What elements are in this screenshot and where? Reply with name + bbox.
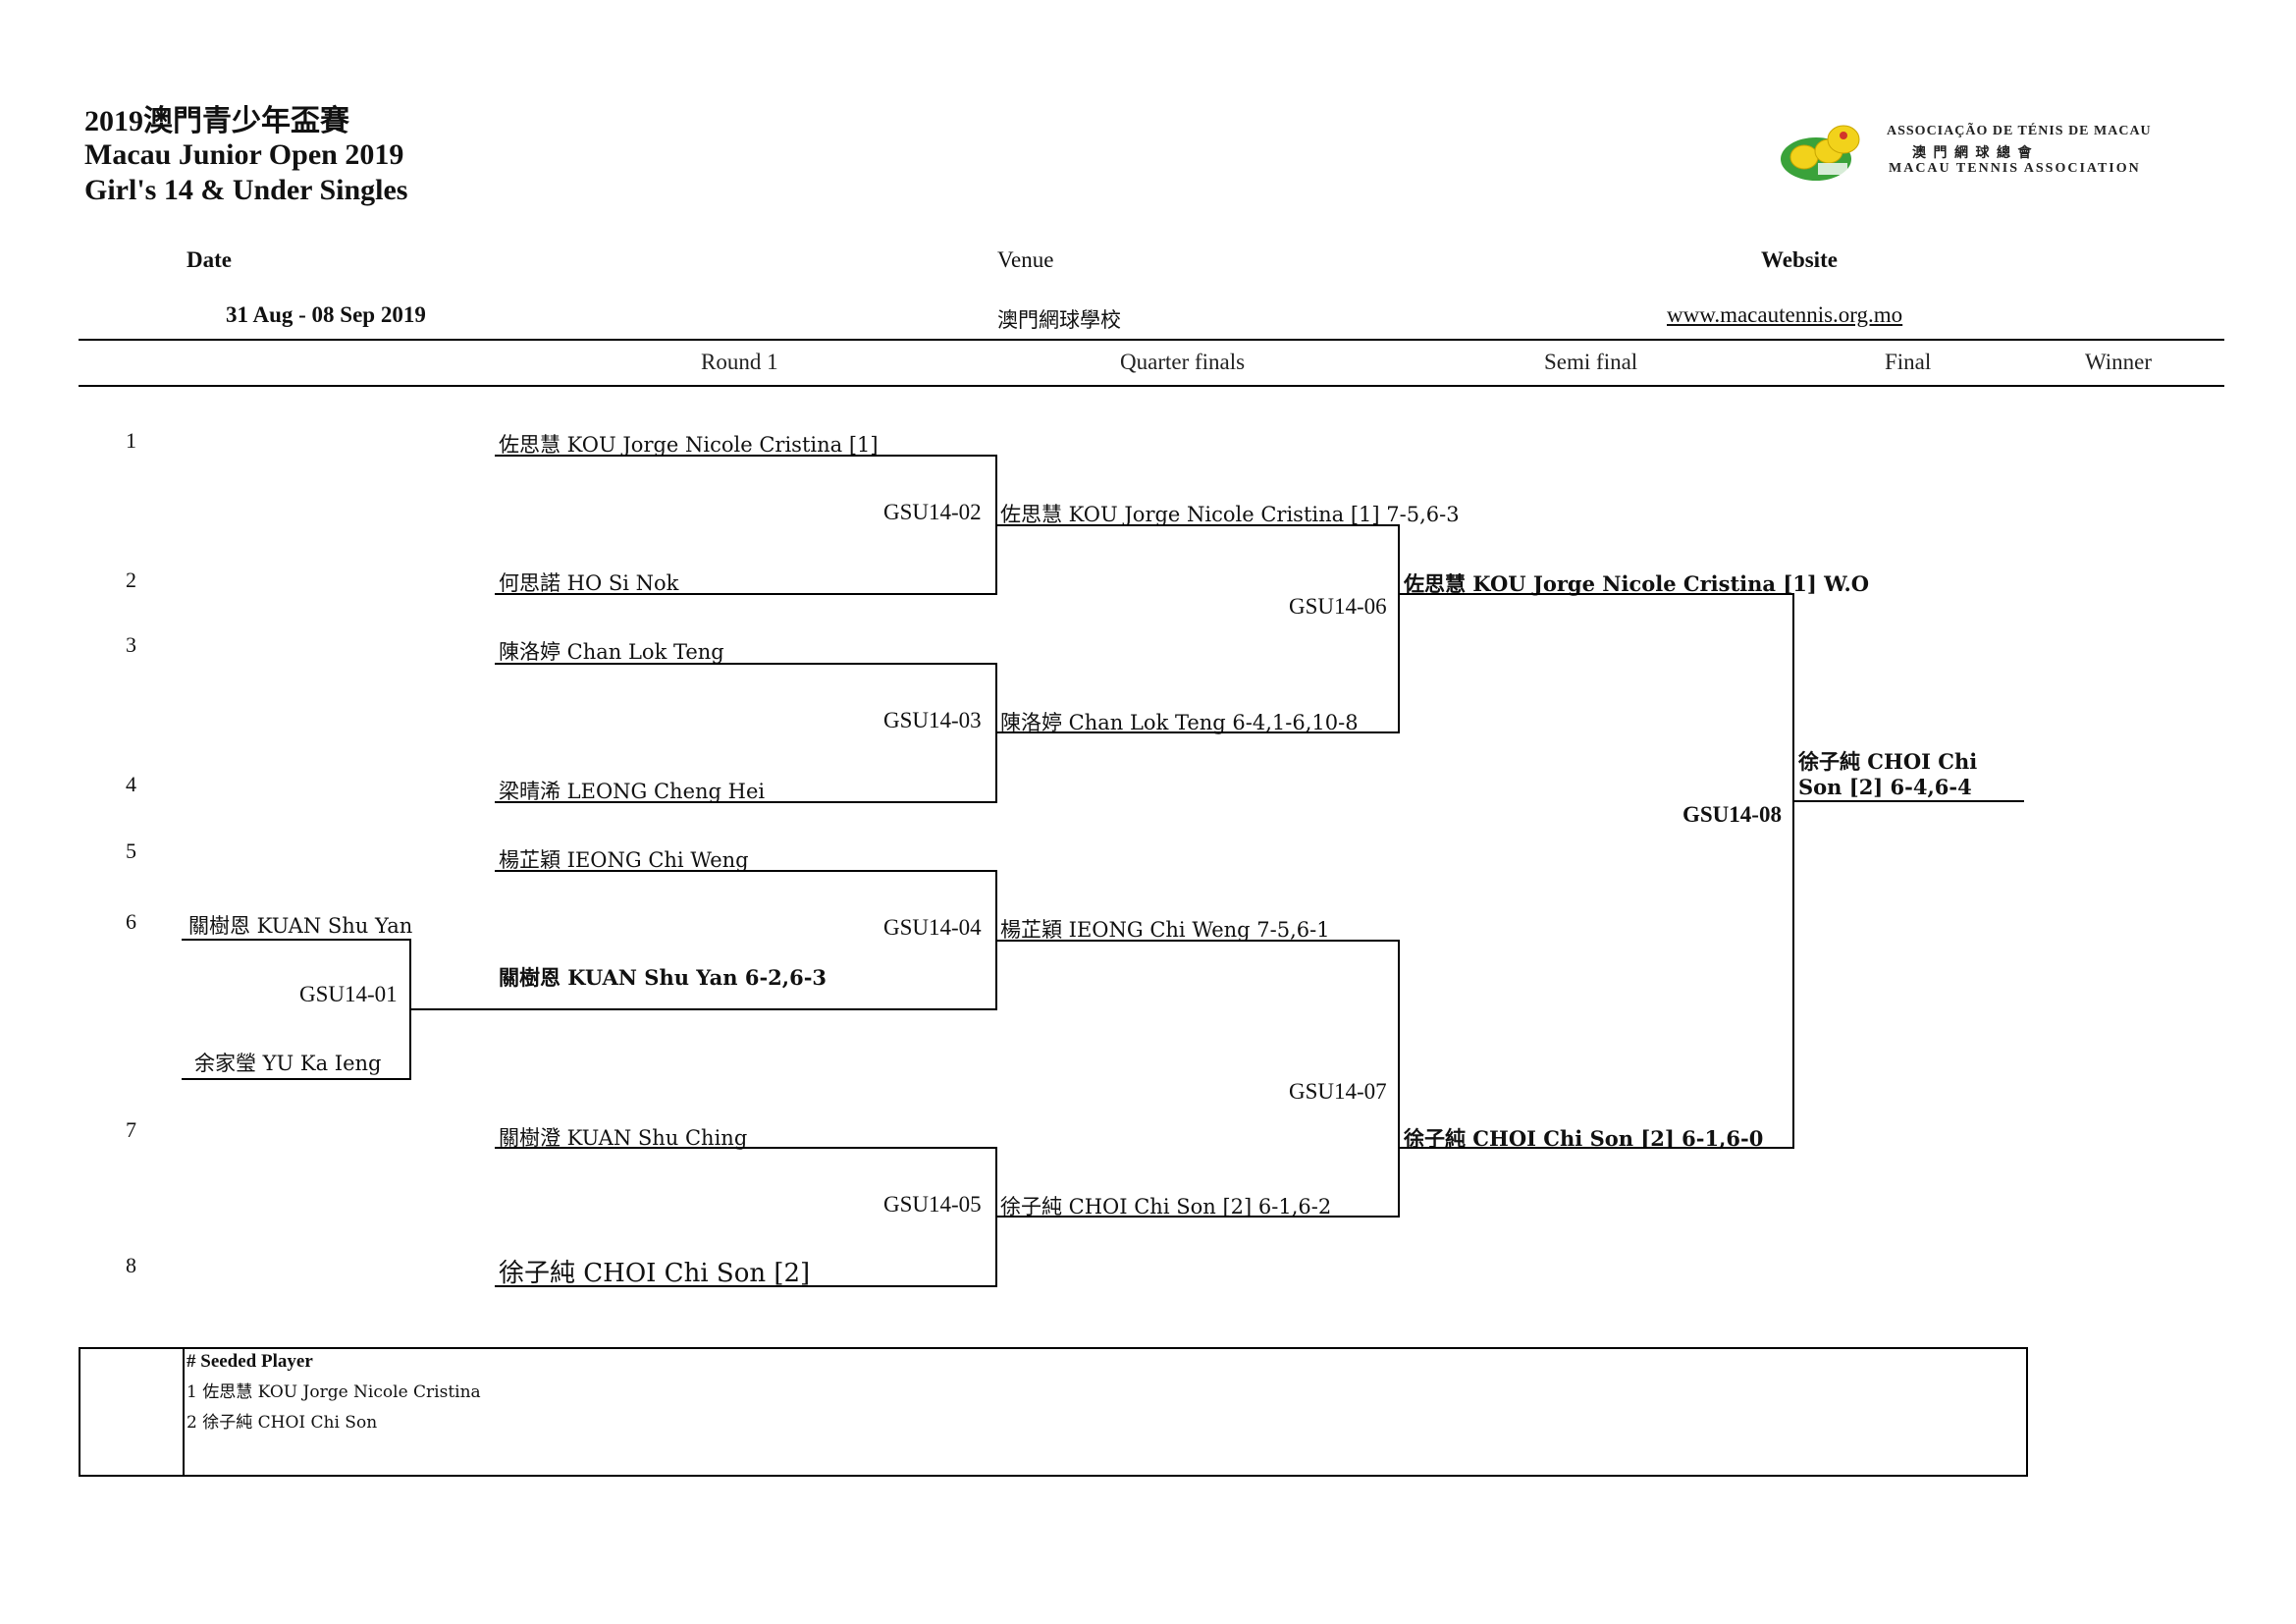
sf-result-1: 佐思慧 KOU Jorge Nicole Cristina [1] W.O (1404, 571, 1870, 596)
draw-number: 4 (126, 772, 136, 796)
match-code-gsu14-02: GSU14-02 (883, 500, 982, 524)
sf-result-2: 徐子純 CHOI Chi Son [2] 6-1,6-0 (1404, 1126, 1764, 1151)
draw-number: 6 (126, 909, 136, 934)
tennis-ball-logo-icon (1781, 125, 1860, 181)
r1-player-1: 佐思慧 KOU Jorge Nicole Cristina [1] (499, 433, 879, 457)
mta-logo (1775, 120, 1883, 189)
seed-1: 1 佐思慧 KOU Jorge Nicole Cristina (187, 1382, 481, 1402)
qf-result-1: 佐思慧 KOU Jorge Nicole Cristina [1] 7-5,6-… (1000, 503, 1460, 526)
r1-player-8: 徐子純 CHOI Chi Son [2] (499, 1259, 811, 1288)
seeded-header: # Seeded Player (187, 1351, 313, 1372)
venue-label: Venue (997, 247, 1054, 272)
prelim-player-bottom: 余家瑩 YU Ka Ieng (194, 1052, 382, 1075)
qf-result-3: 楊芷穎 IEONG Chi Weng 7-5,6-1 (1000, 918, 1330, 942)
header-rule-top (79, 339, 2224, 341)
seeded-players-box (79, 1347, 2028, 1477)
final-result-line-2: Son [2] 6-4,6-4 (1798, 775, 1972, 799)
logo-portuguese-name: ASSOCIAÇÃO DE TÉNIS DE MACAU (1887, 124, 2152, 138)
draw-number: 1 (126, 428, 136, 453)
draw-number: 2 (126, 568, 136, 592)
r1-player-5: 楊芷穎 IEONG Chi Weng (499, 848, 749, 872)
website-link[interactable]: www.macautennis.org.mo (1667, 302, 1903, 327)
quarter-finals-header: Quarter finals (1120, 350, 1246, 374)
match-code-gsu14-01: GSU14-01 (299, 982, 398, 1006)
date-label: Date (187, 247, 232, 272)
title-line-3: Girl's 14 & Under Singles (84, 174, 408, 206)
qf-result-2: 陳洛婷 Chan Lok Teng 6-4,1-6,10-8 (1000, 711, 1359, 734)
match-code-gsu14-08: GSU14-08 (1682, 802, 1782, 827)
winner-header: Winner (2085, 350, 2153, 374)
r1-player-3: 陳洛婷 Chan Lok Teng (499, 640, 724, 664)
match-code-gsu14-05: GSU14-05 (883, 1192, 982, 1217)
title-line-2: Macau Junior Open 2019 (84, 138, 404, 171)
semi-final-header: Semi final (1544, 350, 1638, 374)
website-label: Website (1761, 247, 1838, 272)
logo-chinese-name: 澳 門 網 球 總 會 (1912, 146, 2034, 161)
final-result-line-1: 徐子純 CHOI Chi (1798, 749, 1978, 774)
match-code-gsu14-06: GSU14-06 (1289, 594, 1387, 619)
match-code-gsu14-03: GSU14-03 (883, 708, 982, 732)
r1-player-6: 關樹恩 KUAN Shu Yan 6-2,6-3 (499, 965, 828, 990)
logo-english-name: MACAU TENNIS ASSOCIATION (1889, 161, 2141, 176)
prelim-player-top: 關樹恩 KUAN Shu Yan (188, 914, 413, 938)
venue-value: 澳門網球學校 (997, 308, 1121, 332)
qf-result-4: 徐子純 CHOI Chi Son [2] 6-1,6-2 (1000, 1195, 1332, 1218)
match-code-gsu14-07: GSU14-07 (1289, 1079, 1387, 1104)
draw-number: 8 (126, 1253, 136, 1277)
seed-2: 2 徐子純 CHOI Chi Son (187, 1413, 378, 1433)
final-header: Final (1885, 350, 1932, 374)
title-line-1: 2019澳門青少年盃賽 (84, 105, 349, 137)
r1-player-7: 關樹澄 KUAN Shu Ching (499, 1126, 748, 1150)
draw-number: 7 (126, 1117, 136, 1142)
date-value: 31 Aug - 08 Sep 2019 (226, 302, 426, 327)
round-1-header: Round 1 (701, 350, 778, 374)
r1-player-2: 何思諾 HO Si Nok (499, 571, 679, 595)
draw-number: 3 (126, 632, 136, 657)
r1-player-4: 梁晴浠 LEONG Cheng Hei (499, 780, 766, 803)
match-code-gsu14-04: GSU14-04 (883, 915, 982, 940)
header-rule-bottom (79, 385, 2224, 387)
draw-number: 5 (126, 839, 136, 863)
